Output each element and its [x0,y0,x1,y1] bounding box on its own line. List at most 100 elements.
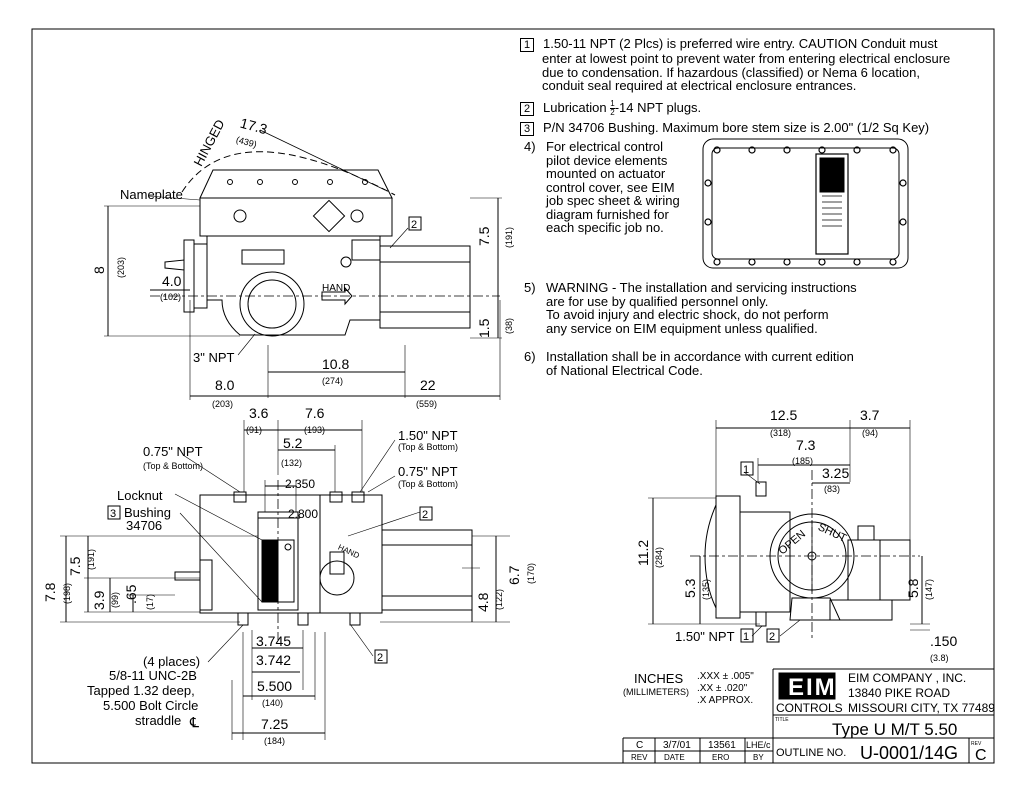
nameplate-label: Nameplate [120,187,183,202]
note-6: 6) Installation shall be in accordance wi… [524,350,854,377]
dim-284: (284) [654,547,664,568]
note-1-line-4: conduit seal required at electrical encl… [542,78,857,93]
npt-3-label: 3" NPT [193,350,235,365]
bolt-note-4: 5.500 Bolt Circle [103,698,198,713]
front-callout-2a: 2 [422,509,428,521]
top-bottom-c: (Top & Bottom) [398,479,458,489]
rev-row-ero: 13561 [708,740,736,751]
drawing-title: Type U M/T 5.50 [832,720,957,739]
nameplate-plate [241,249,285,265]
dim-8: 8 [91,266,107,274]
dim-3-745: 3.745 [256,633,291,649]
dim-3-8: (3.8) [930,653,949,663]
bore-circle-outer [239,271,305,337]
dim-150: .150 [930,633,957,649]
rev-label: REV [971,741,982,747]
dim-65: .65 [123,584,139,604]
bore-circle-inner [247,279,297,329]
dim-38: (38) [504,318,514,334]
dim-3-742: 3.742 [256,652,291,668]
dim-10-8: 10.8 [322,356,349,372]
end-view [648,420,930,640]
dim-439: (439) [235,135,258,150]
end-callout-1b: 1 [743,631,749,643]
dim-99: (99) [110,592,120,608]
end-callout-2: 2 [769,631,775,643]
centerline-symbol: ℄ [189,714,199,730]
dim-274: (274) [322,376,343,386]
note-4-line-7: each specific job no. [546,220,664,235]
tol-mm: (MILLIMETERS) [623,687,689,697]
dim-203b: (203) [212,399,233,409]
dim-22: 22 [420,377,436,393]
hand-label: HAND [322,283,350,294]
front-callout-2b: 2 [377,652,383,664]
dim-132: (132) [281,458,302,468]
note-1-line-2: enter at lowest point to prevent water f… [542,51,951,66]
dim-135: (135) [701,579,711,600]
dim-3-9: 3.9 [91,590,107,610]
bushing-label: Bushing [124,505,171,520]
dim-8-0: 8.0 [215,377,235,393]
front-view [60,420,510,740]
dim-5-500: 5.500 [257,678,292,694]
note-5-line-3: To avoid injury and electric shock, do n… [546,307,829,322]
eim-logo: EIM [788,674,837,701]
dim-203: (203) [116,257,126,278]
note-5-line-1: WARNING - The installation and servicing… [546,280,857,295]
note-4-marker: 4) [524,139,536,154]
top-bottom-a: (Top & Bottom) [143,461,203,471]
shut-label: SHUT [816,521,848,545]
rev-col-ero: ERO [712,753,729,762]
dim-6-7: 6.7 [506,565,522,585]
rev-col-rev: REV [631,753,648,762]
dim-147: (147) [924,579,934,600]
dim-91: (91) [246,425,262,435]
hinged-label: HINGED [191,117,228,169]
note-6-marker: 6) [524,349,536,364]
note-6-line-1: Installation shall be in accordance with… [546,349,854,364]
rev-letter: C [975,747,987,764]
front-motor-frame [381,529,473,611]
dim-7-5: 7.5 [476,226,492,246]
dim-198: (198) [62,583,72,604]
dim-184: (184) [264,736,285,746]
title-label: TITLE [775,717,789,723]
rev-row-date: 3/7/01 [663,740,691,751]
note-5: 5)WARNING - The installation and servici… [524,281,857,335]
end-npt-150: 1.50" NPT [675,629,735,644]
side-housing [206,235,381,336]
dim-4-8: 4.8 [475,592,491,612]
dim-7-5f: 7.5 [67,556,83,576]
company-name: EIM COMPANY , INC. [848,671,966,685]
bolt-note-5: straddle [135,713,181,728]
rev-col-by: BY [753,753,764,762]
note-6-line-2: of National Electrical Code. [546,362,703,378]
outline-label: OUTLINE NO. [776,747,846,759]
dim-5-3: 5.3 [682,578,698,598]
dim-193: (193) [304,425,325,435]
note-4: 4)For electrical control pilot device el… [524,140,680,235]
tol-units: INCHES [634,671,683,686]
rev-row-by: LHE/c [746,740,771,750]
dim-185: (185) [792,456,813,466]
dim-170: (170) [526,563,536,584]
tol-row-1: .XXX ± .005" [697,671,754,682]
note-2-text-b: -14 NPT plugs. [614,99,702,115]
tol-row-2: .XX ± .020" [697,683,748,694]
hinge-arc [181,151,396,196]
dim-12-5: 12.5 [770,407,797,423]
end-cover-plate [715,495,741,619]
note-3-marker: 3 [520,122,534,136]
bolt-note-3: Tapped 1.32 deep, [87,683,195,698]
controls-label: CONTROLS [776,701,843,715]
bushing-callout-3: 3 [110,508,116,520]
note-2-text-a: Lubrication [543,99,607,115]
dim-2-800: 2.800 [288,507,318,521]
side-view [104,129,502,400]
dim-7-25: 7.25 [261,716,288,732]
